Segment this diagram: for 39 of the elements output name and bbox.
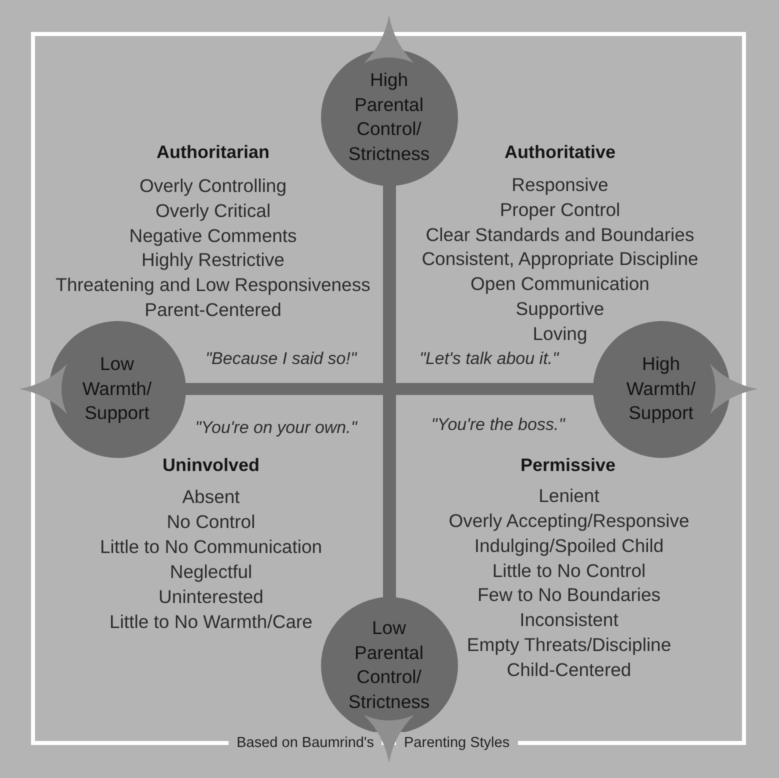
trait-text: Inconsistent — [520, 609, 618, 632]
style-heading: Authoritarian — [156, 141, 270, 163]
trait-text: Indulging/Spoiled Child — [474, 534, 664, 557]
trait-text: Overly Controlling — [139, 175, 287, 197]
trait-text: Little to No Warmth/Care — [110, 611, 312, 633]
trait-text: Overly Accepting/Responsive — [448, 510, 690, 532]
trait-text: Supportive — [516, 298, 604, 320]
trait-text: Uninterested — [158, 586, 264, 608]
trait-text: Child-Centered — [506, 658, 632, 681]
trait-text: Little to No Control — [492, 560, 646, 582]
trait-text: Threatening and Low Responsiveness — [56, 274, 370, 296]
quote-text: "Let's talk abou it." — [419, 348, 559, 370]
trait-text: Lenient — [538, 485, 600, 507]
quote-text: "Because I said so!" — [206, 348, 356, 370]
style-heading: Uninvolved — [162, 454, 260, 476]
quote-text: "You're on your own." — [195, 417, 357, 439]
trait-text: Clear Standards and Boundaries — [426, 224, 694, 246]
trait-text: Parent-Centered — [144, 299, 282, 321]
trait-text: Consistent, Appropriate Discipline — [422, 248, 698, 270]
trait-text: Little to No Communication — [100, 536, 322, 558]
style-heading: Permissive — [520, 454, 616, 476]
trait-text: Absent — [182, 486, 240, 508]
trait-text: Proper Control — [500, 198, 620, 221]
trait-text: No Control — [166, 511, 256, 533]
pole-label: Low Warmth/ Support — [82, 352, 152, 426]
trait-text: Neglectful — [170, 561, 252, 583]
trait-text: Open Communication — [470, 273, 650, 296]
trait-text: Few to No Boundaries — [477, 584, 661, 606]
trait-text: Responsive — [512, 174, 608, 196]
trait-text: Empty Threats/Discipline — [466, 634, 672, 656]
trait-text: Negative Comments — [129, 224, 297, 247]
pole-label: High Warmth/ Support — [626, 352, 696, 426]
trait-text: Highly Restrictive — [142, 249, 284, 272]
trait-text: Loving — [532, 322, 588, 345]
pole-label: Low Parental Control/ Strictness — [348, 616, 430, 714]
quote-text: "You're the boss." — [431, 414, 565, 436]
pole-label: High Parental Control/ Strictness — [348, 68, 430, 166]
style-heading: Authoritative — [504, 141, 616, 163]
trait-text: Overly Critical — [155, 200, 271, 222]
